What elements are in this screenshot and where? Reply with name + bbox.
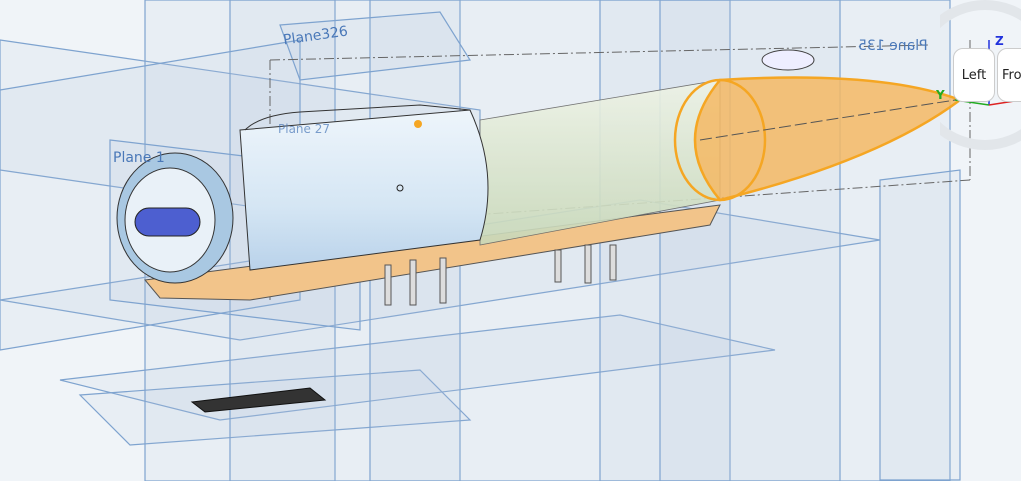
view-cube-front-face[interactable]: Front <box>997 48 1021 102</box>
y-axis-label: Y <box>936 88 945 102</box>
plane-27-label[interactable]: Plane 27 <box>278 122 330 136</box>
plane-1-label[interactable]: Plane 1 <box>113 150 165 166</box>
z-axis-label: Z <box>995 34 1004 48</box>
grate-part[interactable] <box>190 387 327 413</box>
plane-135-label[interactable]: Plane 135 <box>858 38 928 54</box>
nose-cone-selected[interactable] <box>693 76 963 202</box>
view-cube[interactable]: Left Front Z Y <box>936 0 1021 150</box>
view-cube-left-face[interactable]: Left <box>953 48 995 102</box>
fuselage-front[interactable] <box>239 109 489 271</box>
model-body[interactable] <box>116 49 963 306</box>
